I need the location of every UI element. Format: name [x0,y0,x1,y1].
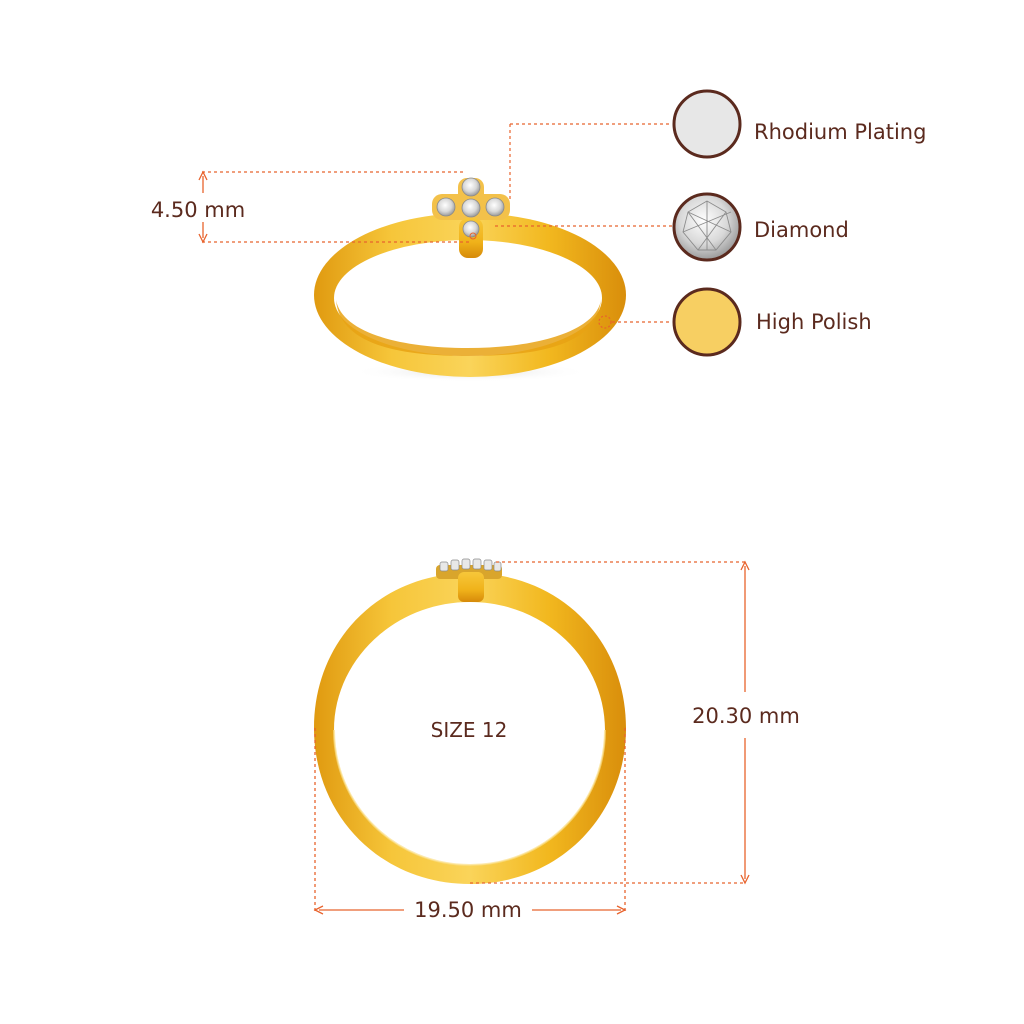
ring-band-inner [334,240,602,356]
material-polish: High Polish [672,287,872,357]
diamond-stone [462,220,480,238]
ring-inner-face [336,300,601,356]
cross-setting [432,177,510,258]
material-label: Rhodium Plating [754,120,926,144]
material-label: High Polish [756,310,872,334]
front-ring-inner-edge [333,729,606,867]
front-setting [436,558,502,602]
material-rhodium: Rhodium Plating [672,89,926,159]
material-diamond: Diamond [672,192,849,262]
material-label: Diamond [754,218,849,242]
diamond-stone [436,197,456,217]
top-ring-view [314,177,626,382]
material-leaders [495,123,672,323]
diamond-stone [485,197,505,217]
front-height-dimension [470,560,750,885]
gold-swatch-icon [672,287,742,357]
front-width-dimension [313,728,627,915]
ring-size-label: SIZE 12 [431,718,508,742]
front-ring-view [314,558,626,884]
front-height-label: 20.30 mm [692,704,800,728]
rhodium-swatch-icon [672,89,742,159]
diamond-facets [682,200,732,251]
top-height-dimension [198,170,470,244]
diamond-marker [469,232,477,240]
top-height-label: 4.50 mm [151,198,245,222]
diamond-stone [461,177,481,197]
diamond-stone [461,198,481,218]
polish-marker [598,315,612,329]
front-width-label: 19.50 mm [414,898,522,922]
